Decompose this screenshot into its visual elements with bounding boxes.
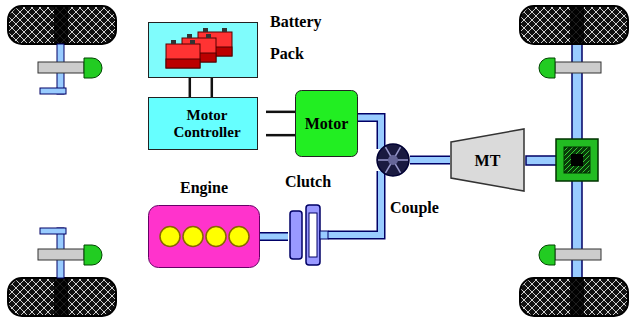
shaft-connector xyxy=(410,160,450,161)
cable-connector xyxy=(266,112,295,135)
coupling: Couple xyxy=(376,143,410,177)
battery-pack-label: Battery Pack xyxy=(270,6,336,70)
battery-pack-shape xyxy=(148,22,258,78)
cable-connector xyxy=(190,78,212,97)
shaft-outline xyxy=(358,118,381,150)
motor-label: Motor xyxy=(301,115,353,132)
cable xyxy=(266,111,295,114)
cable xyxy=(266,134,295,137)
shaft-connector xyxy=(260,236,288,237)
shaft-outline xyxy=(410,156,450,165)
shaft-body xyxy=(410,157,450,163)
engine-shape xyxy=(148,205,260,268)
coupling-shape xyxy=(376,143,410,177)
wheel xyxy=(8,6,628,316)
clutch-shape xyxy=(288,203,328,267)
shaft-body xyxy=(260,234,288,240)
coupling-label: Couple xyxy=(390,199,439,217)
rear-hub xyxy=(539,58,601,265)
battery-pack: Battery Pack xyxy=(148,22,258,78)
engine: Engine xyxy=(148,205,260,268)
motor-controller: Motor Controller xyxy=(148,97,266,150)
rear-axle xyxy=(526,42,582,280)
differential xyxy=(556,139,598,181)
clutch-label: Clutch xyxy=(268,173,348,191)
motor-controller-label: Motor Controller xyxy=(148,107,266,141)
manual-transmission: MT xyxy=(450,128,525,192)
front-hub xyxy=(38,44,102,278)
motor: Motor xyxy=(295,90,358,157)
shaft-body xyxy=(358,118,381,150)
clutch: Clutch xyxy=(288,203,328,267)
engine-label: Engine xyxy=(148,179,260,197)
shaft-connector xyxy=(328,171,381,235)
cable xyxy=(189,78,192,97)
cable xyxy=(211,78,214,97)
shaft-body xyxy=(328,171,381,235)
shaft-outline xyxy=(260,232,288,241)
shaft-outline xyxy=(328,171,381,235)
shaft-connector xyxy=(358,118,381,150)
manual-transmission-label: MT xyxy=(471,152,505,169)
